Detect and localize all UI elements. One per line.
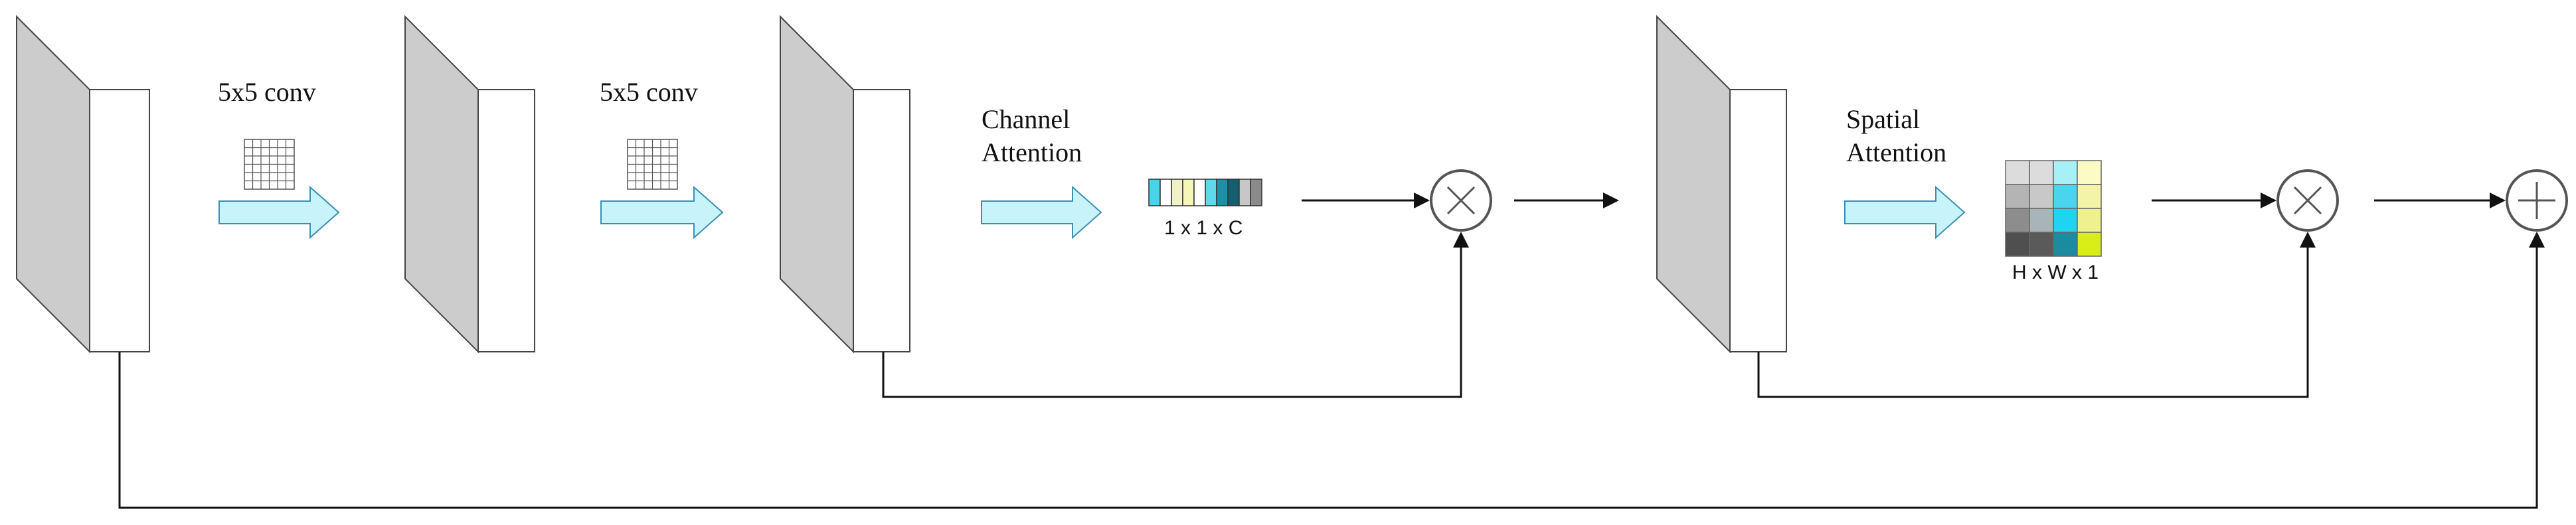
spatial-attention-label-line1: Spatial	[1846, 104, 1920, 134]
spatial-map-cell	[2053, 232, 2078, 257]
spatial-map-cell	[2029, 184, 2054, 209]
conv1-label: 5x5 conv	[218, 77, 316, 107]
spatial-map-cell	[2053, 208, 2078, 233]
spatial-map-cell	[2077, 208, 2102, 233]
spatial-map-cell	[2005, 160, 2030, 185]
residual-connection	[118, 232, 2545, 509]
channel-vector-cell	[1193, 179, 1206, 206]
residual-add-operator-icon	[2506, 169, 2568, 232]
spatial-map-cell	[2005, 208, 2030, 233]
spatial-attention-arrow-icon	[1844, 185, 1966, 240]
conv2-label: 5x5 conv	[600, 77, 698, 107]
channel-dims-label: 1 x 1 x C	[1164, 217, 1243, 239]
channel-attention-vector	[1148, 179, 1262, 206]
channel-attention-label-line2: Attention	[982, 137, 1082, 167]
channel-attention-label-line1: Channel	[982, 104, 1070, 134]
channel-skip-connection	[882, 232, 1469, 398]
channel-vector-cell	[1148, 179, 1161, 206]
spatial-map-cell	[2053, 184, 2078, 209]
channel-attention-arrow-icon	[981, 185, 1102, 240]
conv1-kernel-grid-icon	[244, 139, 295, 190]
channel-multiply-operator-icon	[1430, 169, 1492, 232]
conv1-feature-block	[404, 15, 535, 354]
spatial-skip-connection	[1757, 232, 2316, 398]
spatial-map-cell	[2077, 184, 2102, 209]
spatial-multiply-operator-icon	[2276, 169, 2339, 232]
spatial-dims-label: H x W x 1	[2012, 262, 2099, 283]
conv2-kernel-grid-icon	[627, 139, 678, 190]
channel-vector-cell	[1159, 179, 1172, 206]
input-feature-block	[16, 15, 150, 354]
spatial-map-cell	[2005, 184, 2030, 209]
spatial-map-cell	[2053, 160, 2078, 185]
spatial-map-cell	[2029, 208, 2054, 233]
spatial-map-cell	[2029, 160, 2054, 185]
channel-refined-feature-block	[1656, 15, 1787, 354]
conv2-feature-block	[780, 15, 910, 354]
spatial-map-cell	[2005, 232, 2030, 257]
spatial-map-cell	[2077, 232, 2102, 257]
spatial-map-cell	[2029, 232, 2054, 257]
spatial-attention-label-line2: Attention	[1846, 137, 1946, 167]
channel-vector-cell	[1227, 179, 1240, 206]
spatial-map-cell	[2077, 160, 2102, 185]
spatial-attention-map	[2005, 160, 2102, 257]
channel-vector-cell	[1216, 179, 1229, 206]
channel-vector-cell	[1171, 179, 1183, 206]
channel-vector-cell	[1250, 179, 1262, 206]
channel-vector-cell	[1182, 179, 1195, 206]
conv1-operation-arrow-icon	[218, 185, 340, 240]
conv2-operation-arrow-icon	[600, 185, 724, 240]
channel-vector-cell	[1205, 179, 1217, 206]
channel-vector-cell	[1239, 179, 1251, 206]
